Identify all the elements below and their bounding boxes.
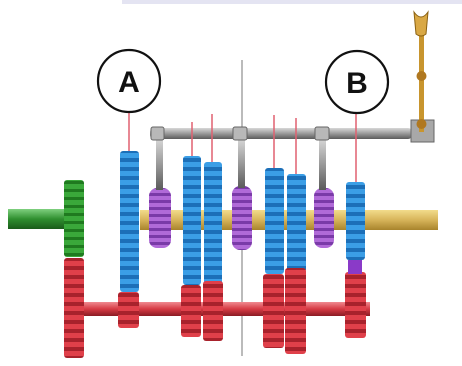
reverse-idler-block: [348, 260, 362, 274]
synchronizer-1: [149, 188, 171, 248]
callout-b-label: B: [346, 67, 368, 100]
shift-knob-icon: [413, 10, 429, 37]
lower-gear-1: [118, 292, 139, 328]
fork-clamp-1: [150, 126, 165, 141]
upper-gear-1: [120, 151, 139, 292]
fork-clamp-3: [314, 126, 330, 141]
selector-fork-1: [156, 138, 163, 190]
upper-gear-4: [265, 168, 284, 274]
synchronizer-3: [314, 188, 334, 248]
upper-gear-3: [204, 162, 222, 286]
lower-gear-2: [181, 285, 201, 337]
lower-gear-3: [203, 281, 223, 341]
callout-a: A: [96, 48, 162, 114]
upper-gear-2: [183, 156, 201, 285]
shift-lever: [419, 32, 424, 132]
upper-gear-5: [287, 174, 306, 272]
fork-clamp-2: [232, 126, 248, 141]
callout-a-label: A: [118, 66, 140, 99]
selector-fork-3: [319, 138, 326, 190]
input-gear: [64, 180, 84, 257]
shift-lever-pivot: [416, 71, 427, 81]
lower-gear-5: [285, 268, 306, 354]
selector-rod: [150, 128, 412, 139]
top-frame-edge: [122, 0, 462, 4]
lower-gear-4: [263, 274, 284, 348]
lower-gear-6: [345, 272, 366, 338]
upper-gear-6: [346, 182, 365, 260]
shift-lever-base-pivot: [416, 119, 427, 129]
input-shaft: [8, 209, 74, 229]
selector-fork-2: [238, 138, 245, 188]
counter-gear-constant-mesh: [64, 258, 84, 358]
callout-b: B: [324, 49, 390, 115]
synchronizer-2: [232, 186, 252, 250]
